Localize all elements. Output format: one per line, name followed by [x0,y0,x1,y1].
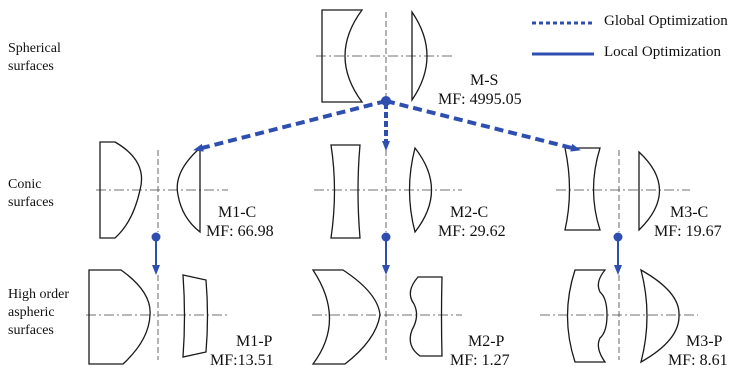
merit-function-m2c: MF: 29.62 [438,223,506,240]
lens-element [411,9,428,103]
merit-function-m3c: MF: 19.67 [654,223,722,240]
row-label-line: surfaces [8,59,54,74]
design-name-m1p: M1-P [236,333,273,350]
lens-element [409,276,443,357]
lens-group-m2p [311,269,462,365]
lens-element [639,268,680,364]
lens-group-m3p [540,268,698,364]
global-arrow-to-m1c [193,99,387,152]
lens-element [182,274,209,358]
row-label-line: surfaces [8,195,54,210]
row-label-line: surfaces [8,323,54,338]
row-label-line: aspheric [8,305,55,320]
row-label-line: Spherical [8,41,61,56]
row-label-conic: Conic surfaces [8,176,54,212]
design-name-m3c: M3-C [670,204,709,221]
lens-element [564,147,601,231]
local-optimization-arrows [151,232,623,275]
row-label-aspheric: High order aspheric surfaces [8,286,69,340]
lens-element [330,144,361,239]
design-name-m1c: M1-C [218,204,257,221]
merit-function-m1p: MF:13.51 [210,352,274,369]
lens-element [638,150,660,232]
lens-group-m1p [86,269,230,365]
lens-element [176,146,201,234]
lens-group-m3c [556,147,690,232]
lens-element [566,269,608,363]
global-arrow-to-m3c [385,99,581,152]
row-label-spherical: Spherical surfaces [8,40,61,76]
row-label-line: Conic [8,177,42,192]
row-label-line: High order [8,287,70,302]
global-optimization-arrows [193,96,581,152]
legend [532,21,594,56]
legend-global-label: Global Optimization [604,13,728,29]
legend-local-label: Local Optimization [604,44,722,60]
merit-function-m3p: MF: 8.61 [668,352,728,369]
lens-element [408,146,433,234]
lens-group-ms [316,9,454,103]
design-name-m2p: M2-P [468,333,505,350]
lens-element [99,141,143,239]
lens-group-m2c [314,144,462,239]
merit-function-ms: MF: 4995.05 [438,91,522,108]
design-name-m2c: M2-C [450,204,489,221]
lens-element [321,9,364,103]
design-name-ms: M-S [470,72,499,89]
lens-group-m1c [96,141,228,239]
merit-function-m2p: MF: 1.27 [450,352,510,369]
lens-element [88,269,151,365]
merit-function-m1c: MF: 66.98 [206,223,274,240]
design-name-m3p: M3-P [686,333,723,350]
lens-element [311,269,381,365]
